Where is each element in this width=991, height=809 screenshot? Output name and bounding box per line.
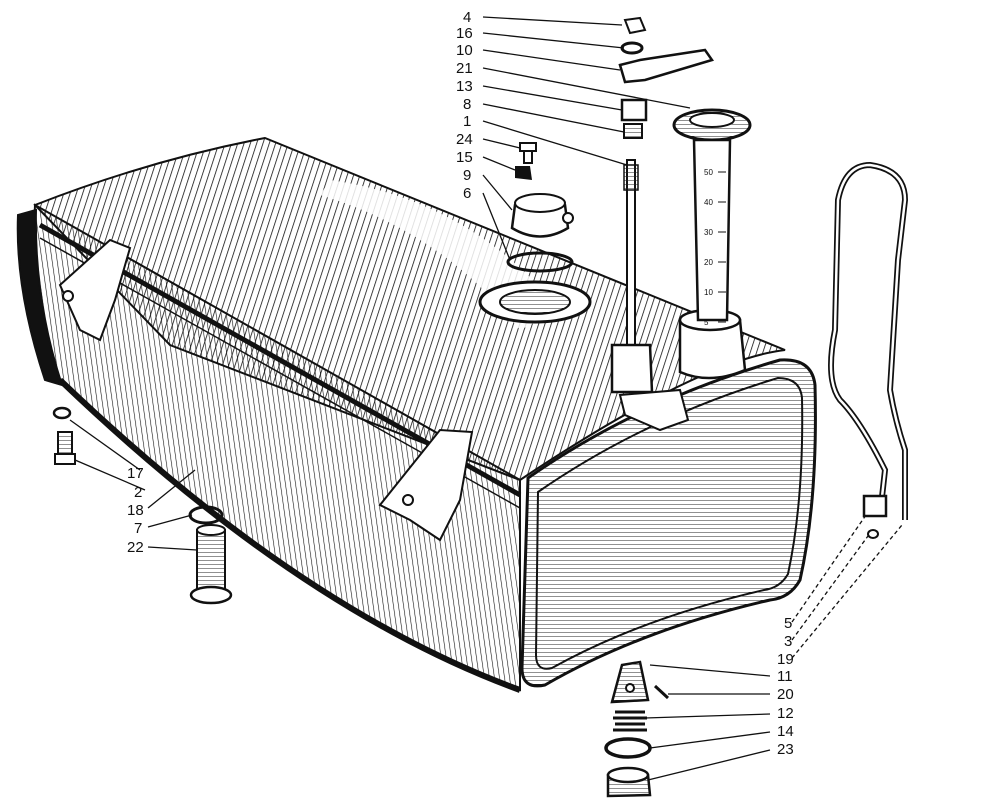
sender-flange	[478, 280, 592, 324]
callout-17: 17	[127, 465, 144, 482]
callout-6: 6	[463, 185, 471, 202]
part-3-olive	[867, 529, 879, 539]
part-22-drain-plug	[189, 524, 233, 605]
part-14-sealing-ring	[604, 737, 652, 759]
callout-19: 19	[777, 651, 794, 668]
part-1-float-rod	[610, 159, 690, 432]
callout-2: 2	[134, 484, 142, 501]
callout-3: 3	[784, 633, 792, 650]
callout-labels: 4 16 10 21 13 8 1 24 15 9 6 17 2 18 7 22…	[127, 9, 794, 758]
callout-16: 16	[456, 25, 473, 42]
callout-4: 4	[463, 9, 471, 26]
part-8-nut	[623, 123, 643, 139]
callout-21: 21	[456, 60, 473, 77]
part-4-cap-nut	[623, 16, 647, 35]
leader-lines	[69, 16, 903, 781]
part-5-union-nut	[862, 494, 888, 518]
part-24-screw	[519, 142, 537, 164]
gauge-mark-20: 20	[704, 258, 713, 267]
gauge-scale: 50 40 30 20 10 5	[704, 168, 726, 327]
part-10-lever	[618, 48, 715, 84]
callout-23: 23	[777, 741, 794, 758]
callout-15: 15	[456, 149, 473, 166]
part-15-washer	[515, 166, 532, 180]
part-23-drain-nut	[606, 766, 652, 798]
part-12-spring	[613, 710, 647, 732]
callout-8: 8	[463, 96, 471, 113]
tank-right-end-face	[520, 358, 817, 688]
part-13-bush	[620, 98, 648, 122]
callout-14: 14	[777, 723, 794, 740]
mounting-bracket-right	[378, 428, 474, 542]
gauge-mark-30: 30	[704, 228, 713, 237]
callout-10: 10	[456, 42, 473, 59]
part-20-pin	[653, 684, 670, 700]
gauge-mark-10: 10	[704, 288, 713, 297]
tank-top-face	[33, 136, 786, 482]
gauge-mark-5: 5	[704, 318, 709, 327]
callout-22: 22	[127, 539, 144, 556]
part-9-sender-unit	[510, 193, 574, 238]
callout-1: 1	[463, 113, 471, 130]
part-17-washer	[52, 406, 72, 420]
callout-12: 12	[777, 705, 794, 722]
gauge-mark-40: 40	[704, 198, 713, 207]
gauge-mark-50: 50	[704, 168, 713, 177]
callout-18: 18	[127, 502, 144, 519]
part-6-gasket	[506, 251, 574, 273]
filler-neck	[678, 308, 747, 380]
part-11-outlet-body	[610, 660, 650, 704]
fuel-tank-body	[16, 136, 817, 693]
callout-5: 5	[784, 615, 792, 632]
callout-13: 13	[456, 78, 473, 95]
part-21-dipstick-gauge	[672, 108, 752, 322]
callout-9: 9	[463, 167, 471, 184]
callout-11: 11	[777, 668, 793, 685]
callout-20: 20	[777, 686, 794, 703]
mounting-bracket-left	[58, 238, 132, 342]
callout-7: 7	[134, 520, 142, 537]
callout-24: 24	[456, 131, 473, 148]
part-16-washer	[620, 41, 644, 55]
part-19-breather-pipe	[828, 161, 909, 520]
part-2-bolt	[54, 431, 76, 465]
